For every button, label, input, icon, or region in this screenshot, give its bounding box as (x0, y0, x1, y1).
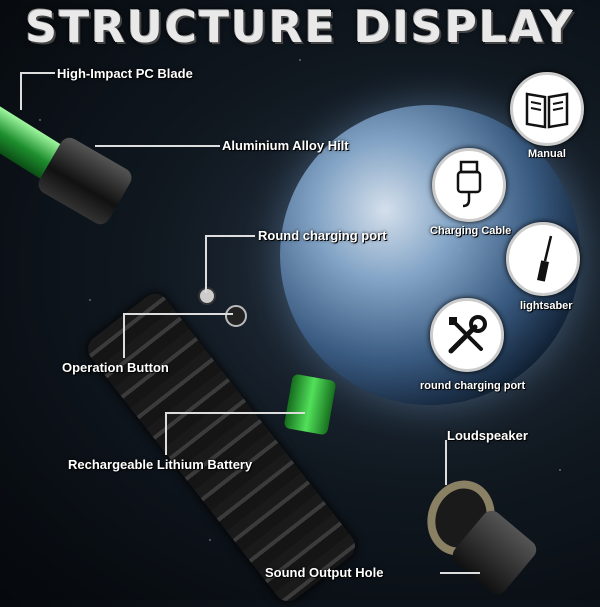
sound-hole-callout-line (440, 572, 480, 574)
charging-port-label: Round charging port (258, 228, 387, 243)
button-callout-line-v (123, 313, 125, 358)
tools-icon-circle (430, 298, 504, 372)
manual-label: Manual (528, 148, 566, 160)
hilt-callout-line (95, 145, 220, 147)
battery-label: Rechargeable Lithium Battery (68, 457, 253, 472)
charging-cable-label: Charging Cable (430, 225, 512, 237)
battery-image (283, 373, 337, 436)
speaker-callout-line (445, 440, 447, 485)
tools-icon (448, 315, 487, 354)
hilt-label: Aluminium Alloy Hilt (222, 138, 349, 153)
battery-callout-line-h (165, 412, 305, 414)
battery-callout-line-v (165, 412, 167, 455)
lightsaber-icon (537, 235, 553, 282)
operation-button-image (225, 305, 247, 327)
manual-icon-circle (510, 72, 584, 146)
operation-button-label: Operation Button (62, 360, 169, 375)
charging-cable-icon-circle (432, 148, 506, 222)
page-title: STRUCTURE DISPLAY (25, 2, 575, 53)
port-callout-line-v (205, 235, 207, 293)
sound-hole-label: Sound Output Hole (265, 565, 384, 580)
button-callout-line-h (123, 313, 233, 315)
charging-port-image (198, 287, 216, 305)
speaker-label: Loudspeaker (447, 428, 528, 443)
book-icon (525, 92, 569, 129)
blade-label: High-Impact PC Blade (57, 66, 193, 81)
round-charging-port-label: round charging port (420, 380, 526, 392)
usb-cable-icon (456, 160, 482, 208)
port-callout-line-h (205, 235, 255, 237)
blade-callout-line-h (20, 72, 55, 74)
lightsaber-icon-circle (506, 222, 580, 296)
blade-callout-line (20, 72, 22, 110)
lightsaber-label: lightsaber (520, 300, 573, 312)
